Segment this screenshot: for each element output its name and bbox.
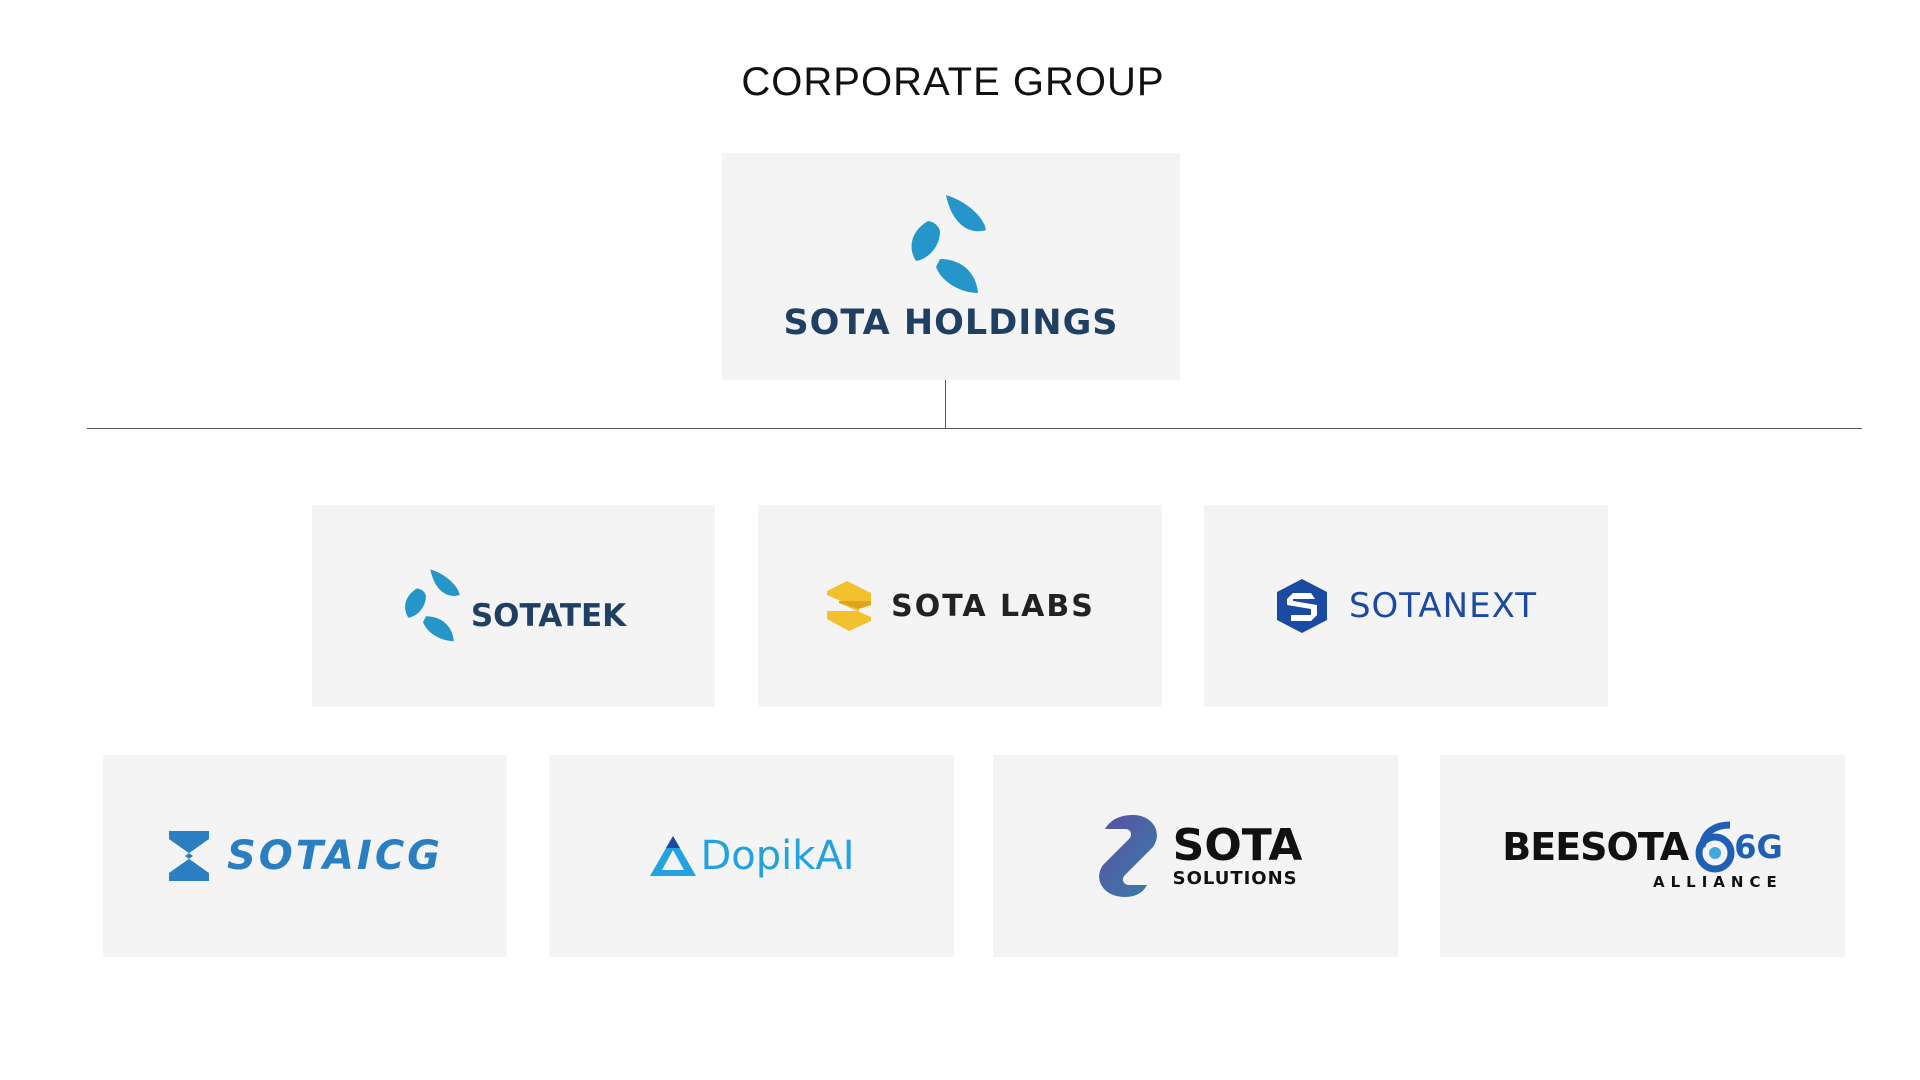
6g-ring-icon xyxy=(1695,821,1735,873)
subsidiary-card-sota-solutions[interactable]: SOTA SOLUTIONS xyxy=(993,755,1398,957)
subsidiary-card-sota-labs[interactable]: SOTA LABS xyxy=(758,505,1162,707)
yellow-s-icon xyxy=(827,581,872,631)
subsidiary-name: SOTAICG xyxy=(226,833,444,879)
parent-card-sota-holdings[interactable]: SOTA HOLDINGS xyxy=(722,153,1180,380)
subsidiary-name: SOTA LABS xyxy=(891,588,1095,624)
hexagon-s-icon xyxy=(1276,579,1327,633)
z-bolt-icon xyxy=(168,831,209,881)
subsidiary-card-beesota-6g[interactable]: BEESOTA 6G ALLIANCE xyxy=(1440,755,1845,957)
subsidiary-name: SOTANEXT xyxy=(1348,586,1538,626)
connector-vertical xyxy=(945,380,946,428)
page-title: CORPORATE GROUP xyxy=(741,60,1165,104)
parent-company-name: SOTA HOLDINGS xyxy=(783,302,1119,343)
subsidiary-name: DopikAI xyxy=(700,833,855,879)
subsidiary-name: BEESOTA xyxy=(1502,825,1689,869)
subsidiary-name: SOTATEK xyxy=(470,598,627,634)
subsidiary-card-sotatek[interactable]: SOTATEK xyxy=(312,505,715,707)
sota-leaf-icon xyxy=(911,194,986,293)
subsidiary-subtitle: ALLIANCE xyxy=(1653,873,1783,891)
subsidiary-card-sotaicg[interactable]: SOTAICG xyxy=(103,755,507,957)
sota-leaf-icon xyxy=(404,569,460,642)
subsidiary-card-dopikai[interactable]: DopikAI xyxy=(549,755,954,957)
subsidiary-name: SOTA xyxy=(1172,819,1303,871)
swirl-s-icon xyxy=(1098,815,1157,897)
subsidiary-card-sotanext[interactable]: SOTANEXT xyxy=(1204,505,1608,707)
subsidiary-badge: 6G xyxy=(1734,828,1783,866)
triangle-a-icon xyxy=(650,836,697,876)
subsidiary-subtitle: SOLUTIONS xyxy=(1172,867,1298,889)
connector-horizontal xyxy=(87,428,1862,429)
